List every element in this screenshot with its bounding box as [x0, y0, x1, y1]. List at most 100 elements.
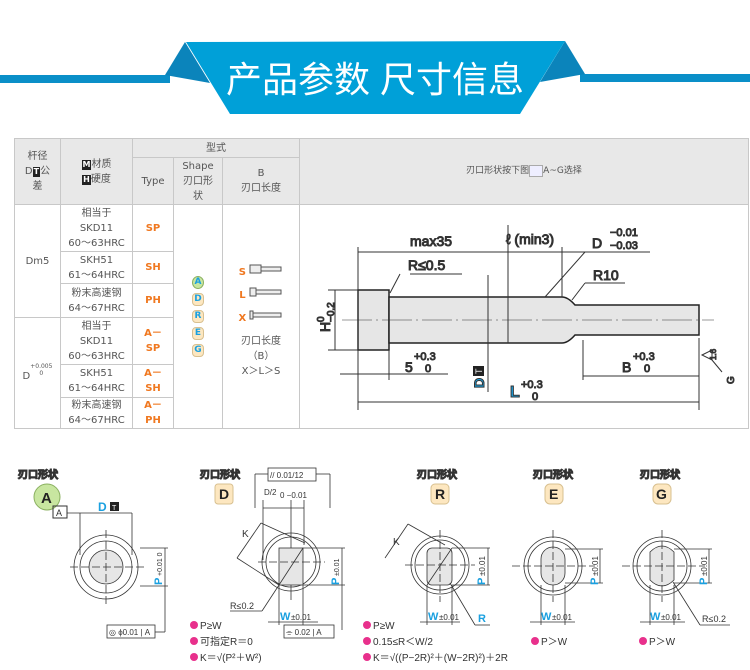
shapes-title: 刃口形状: [533, 468, 574, 481]
table-b_note1: 刃口长度: [241, 335, 281, 347]
shapes-d-notes-0: P≥W: [200, 621, 222, 632]
drawing-tol_up: +0.3: [521, 379, 543, 391]
header-style: 型式: [132, 138, 300, 158]
shape-g: 刃口形状 G P±0.01 W±0.01 R≤0.2 P＞W: [622, 468, 730, 648]
shape-e: 刃口形状 E P±0.01 W±0.01 P＞W: [512, 468, 603, 648]
drawing-d: D: [592, 235, 602, 251]
drawing-b: B: [622, 359, 631, 375]
drawing-tol_up: +0.3: [414, 351, 436, 363]
table-groups-0-rows-0-mat: 相当于: [81, 207, 112, 219]
shapes-title: 刃口形状: [200, 468, 241, 481]
shapes-r-w_tol: ±0.01: [439, 613, 460, 622]
table-shapes-3: E: [192, 327, 204, 340]
table-groups-0-rows-0-mat2: SKD11: [79, 222, 114, 234]
table-b_lengths-0: S: [238, 266, 246, 278]
table-groups-0-rows-2-hrc: 64～67HRC: [68, 302, 125, 314]
drawing-dt: D: [471, 378, 487, 388]
shapes-d-notes-2: K＝√(P²＋W²): [200, 652, 262, 664]
table-groups-1-rows-2-mat: 粉末高速钢: [71, 400, 122, 411]
banner-title: 产品参数 尺寸信息: [226, 59, 524, 100]
shapes-a-dim_icon: T: [112, 505, 117, 512]
table-h_right_img: A~G选择: [543, 166, 582, 176]
table-groups-1-rows-0-mat2: SKD11: [79, 335, 114, 347]
shapes-a-p_tol: +0.01 0: [157, 552, 164, 576]
pin-drawing: [328, 225, 723, 410]
table-b_note2: （B）: [247, 350, 275, 362]
shapes-r-notes-0: P≥W: [373, 621, 395, 632]
table-groups-1-rows-1-hrc: 61～64HRC: [68, 383, 125, 394]
shapes-d-badge: D: [219, 486, 229, 502]
shapes-title: 刃口形状: [640, 468, 681, 481]
shapes-d-frame: ⌯ 0.02 | A: [286, 628, 322, 637]
drawing-r05: R≤0.5: [408, 257, 445, 273]
shapes-g-p_tol: ±0.01: [700, 555, 709, 576]
t-icon: T: [32, 167, 41, 177]
shapes-d-notes-1: 可指定R＝0: [200, 635, 253, 648]
shapes-g-w_tol: ±0.01: [661, 613, 682, 622]
shapes-a-frame: ◎ ϕ0.01 | A: [109, 628, 151, 637]
table-groups-1-tol: D: [22, 370, 31, 382]
shapes-d-k: K: [242, 529, 249, 540]
table-b_lengths-1: L: [239, 289, 246, 301]
b-length-cell: S L X 刃口长度 （B） X＞L＞S: [222, 204, 300, 429]
table-h_b2: 刃口长度: [241, 183, 281, 194]
header-shape: Shape 刃口形状: [173, 157, 223, 205]
drawing-rough: 1.6: [709, 348, 718, 360]
table-h_shaft: 杆径: [27, 151, 48, 162]
h-icon: H: [82, 174, 91, 185]
drawing-r10: R10: [593, 267, 619, 283]
shapes-e-w_tol: ±0.01: [552, 613, 573, 622]
type-cell: SH: [132, 251, 174, 284]
drawing-tol_low: 0: [425, 363, 431, 375]
table-shapes-0: A: [192, 276, 204, 289]
shapes-r-p_tol: ±0.01: [478, 555, 487, 576]
shapes-e-badge: E: [549, 486, 558, 502]
shapes-a-datum: A: [56, 508, 62, 518]
shapes-g-w: W: [650, 611, 661, 623]
shapes-a-badge: A: [41, 490, 52, 507]
table-groups-0-rows-2-mat: 粉末高速钢: [71, 287, 122, 299]
table-groups-1-rows-0-hrc: 60～63HRC: [68, 350, 125, 362]
shapes-r-w: W: [428, 611, 439, 623]
shape-r: 刃口形状 R K P±0.01 W±0.01 R P≥W0.15≤R＜W/2K＝…: [363, 468, 508, 664]
table-b_lengths-2: X: [238, 312, 247, 324]
table-b_note3: X＞L＞S: [241, 365, 281, 377]
table-groups-0-rows-0-hrc: 60～63HRC: [68, 237, 125, 249]
table-groups-1-rows-2-hrc: 64～67HRC: [68, 415, 125, 426]
table-groups-0-rows-1-hrc: 61～64HRC: [68, 269, 125, 281]
shapes-d-half: D/2: [264, 488, 277, 497]
shapes-r-notes-1: 0.15≤R＜W/2: [373, 637, 433, 648]
m-icon: M: [81, 159, 92, 170]
table-shapes-2: R: [192, 310, 204, 323]
shapes-r-notes-2: K＝√((P−2R)²＋(W−2R)²)＋2R: [373, 652, 508, 664]
header-type: Type: [132, 157, 174, 205]
shapes-e-p_tol: ±0.01: [591, 555, 600, 576]
shapes-r-badge: R: [435, 486, 445, 502]
material-cell: 相当于 SKD11 60～63HRC: [60, 204, 133, 252]
drawing-lmin: ℓ (min3): [506, 231, 554, 247]
table-groups-1-rows-1-mat: SKH51: [79, 368, 114, 379]
shapes-a-dim: D: [98, 500, 107, 514]
shapes-d-r: R≤0.2: [230, 601, 254, 611]
drawing-g: G: [726, 376, 737, 384]
drawing-tol_low: 0: [644, 363, 650, 375]
shapes-g-r: R≤0.2: [702, 614, 726, 624]
drawing-d_low: −0.03: [610, 240, 638, 252]
drawing-h: H: [317, 322, 333, 332]
table-shapes-1: D: [192, 293, 204, 306]
material-cell: 粉末高速钢 64～67HRC: [60, 397, 133, 429]
table-h_shaft2: D: [24, 166, 33, 177]
shapes-r-p: P: [476, 578, 488, 585]
shapes-d-w: W: [280, 611, 291, 623]
type-cell: A－PH: [132, 397, 174, 429]
table-groups-1-rows-0-mat: 相当于: [81, 320, 112, 332]
table-groups-0-rows-1-mat: SKH51: [79, 254, 114, 266]
blade-x: X: [223, 309, 299, 326]
drawing-l: L: [510, 384, 520, 401]
